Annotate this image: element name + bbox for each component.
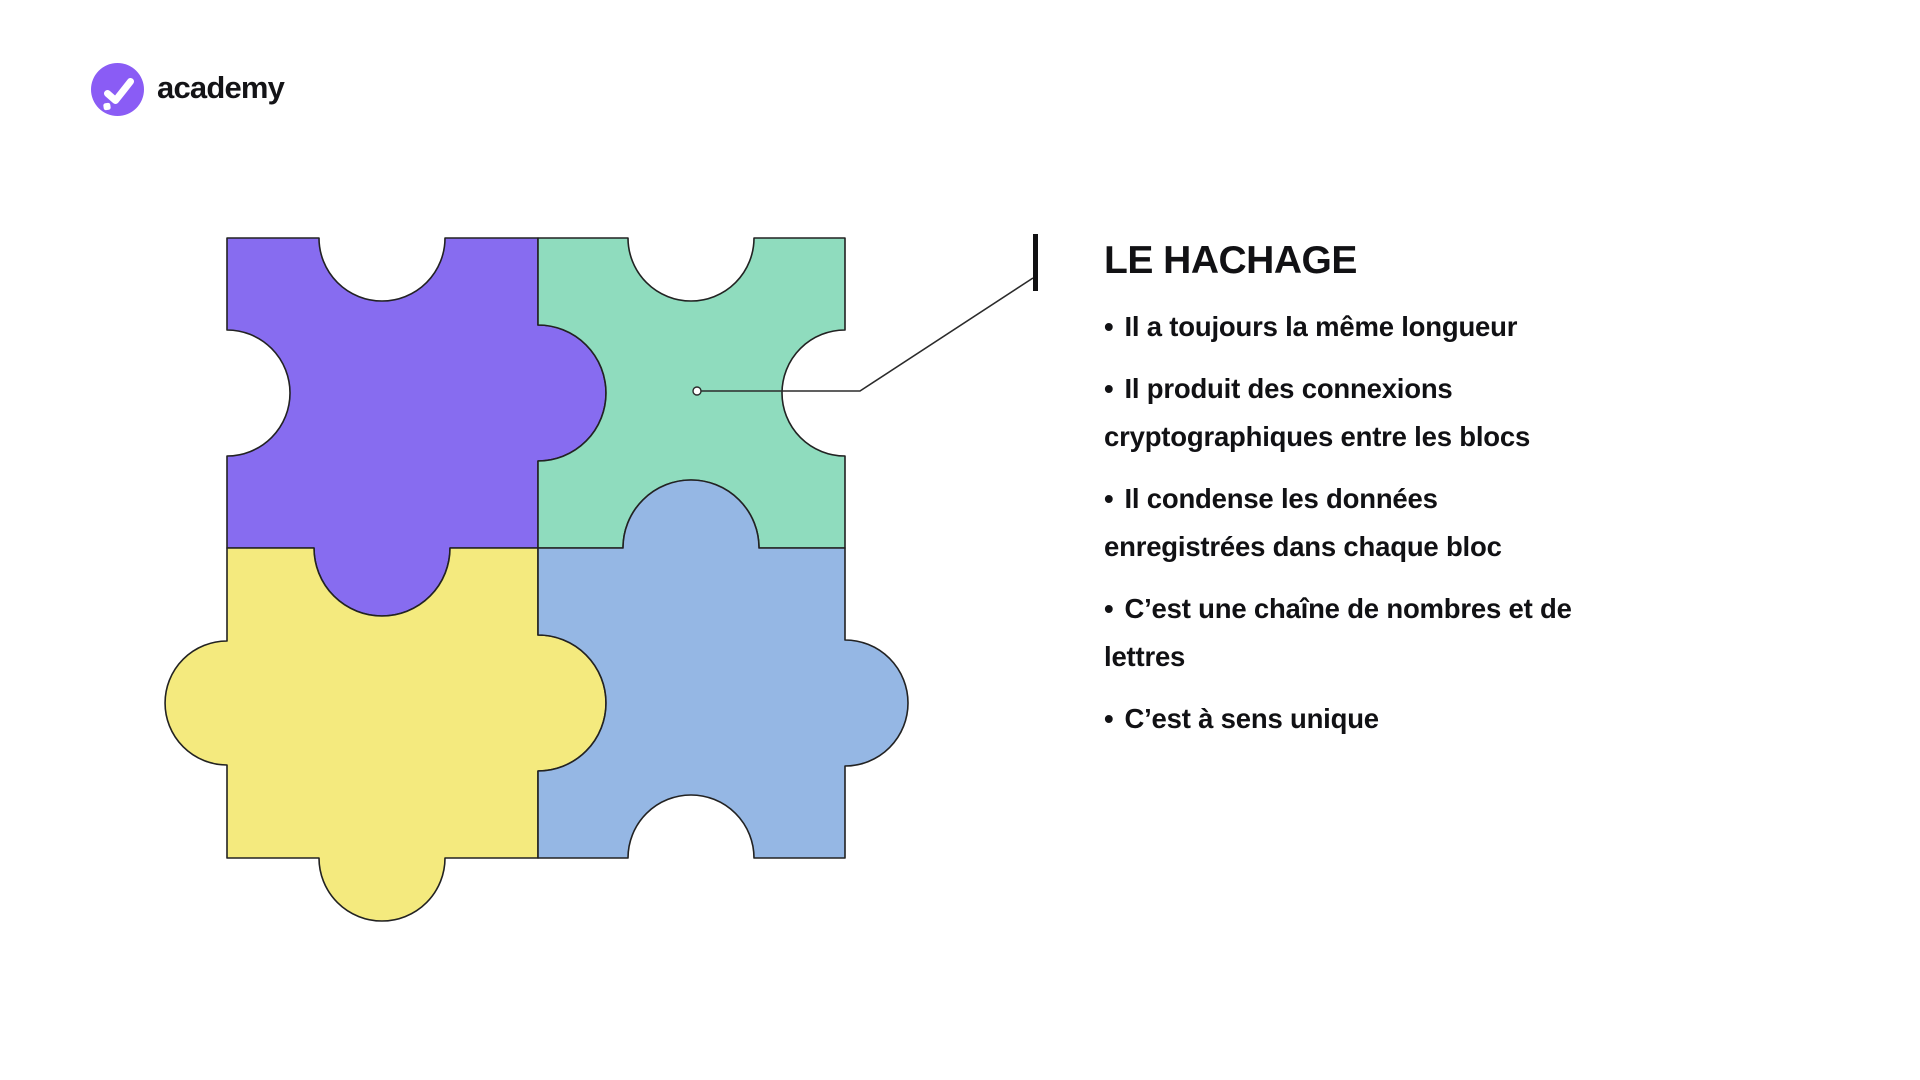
academy-logo-icon [91, 63, 144, 116]
callout-title: LE HACHAGE [1104, 239, 1357, 282]
bullet-marker: • [1104, 703, 1114, 734]
bullet-item: • Il a toujours la même longueur [1104, 303, 1764, 351]
academy-logo: academy [91, 63, 285, 116]
bullet-list: •Il a toujours la même longueur •Il prod… [1104, 303, 1764, 743]
title-accent-bar [1033, 234, 1038, 291]
bullet-text: Il condense les données enregistrées dan… [1104, 483, 1502, 562]
leader-dot [692, 386, 702, 396]
bullet-marker: • [1104, 311, 1114, 342]
puzzle-piece-bottom-right [537, 479, 909, 859]
check-icon [104, 78, 134, 104]
brand-name: academy [157, 70, 285, 105]
bullet-item: •Il condense les données enregistrées da… [1104, 475, 1764, 571]
callout: LE HACHAGE • Il a toujours la même longue… [1104, 238, 1764, 757]
bullet-marker: • [1104, 373, 1114, 404]
logo-circle [91, 63, 144, 116]
bullet-item: • C’est à sens unique [1104, 695, 1764, 743]
bullet-text: C’est à sens unique [1124, 703, 1379, 734]
bullet-marker: • [1104, 593, 1114, 624]
bullet-marker: • [1104, 483, 1114, 514]
bullet-text: C’est une chaîne de nombres et de lettre… [1104, 593, 1572, 672]
bullet-item: •C’est une chaîne de nombres et de lettr… [1104, 585, 1764, 681]
check-dot-icon [103, 102, 111, 111]
bullet-text: Il a toujours la même longueur [1124, 311, 1518, 342]
leader-line [697, 277, 1034, 392]
bullet-text: Il produit des connexions cryptographiqu… [1104, 373, 1531, 452]
bullet-item: •Il produit des connexions cryptographiq… [1104, 365, 1764, 461]
